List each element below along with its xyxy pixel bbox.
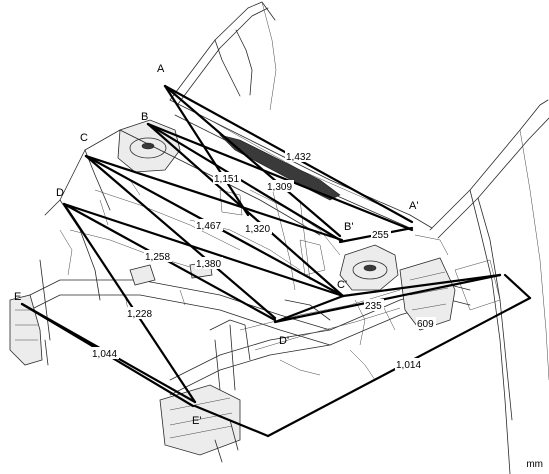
dim-line-1228 xyxy=(62,202,197,404)
dim-label-1151: 1,151 xyxy=(214,174,239,185)
dim-line-1320 xyxy=(146,122,345,298)
point-label-e: E xyxy=(14,291,21,303)
point-label-a: A xyxy=(157,63,165,75)
dim-label-1380: 1,380 xyxy=(196,259,221,270)
dim-line-right-vertical xyxy=(503,273,532,300)
measurement-lines xyxy=(20,84,532,438)
dim-line-a-b2 xyxy=(163,84,342,238)
dim-line-c-b2 xyxy=(84,154,344,242)
dimension-labels: 1,432 1,309 1,151 1,467 1,320 255 1,258 … xyxy=(91,150,436,371)
dim-label-1320: 1,320 xyxy=(245,224,270,235)
dim-label-1044: 1,044 xyxy=(92,349,117,360)
dim-line-a-c2 xyxy=(163,84,250,217)
dim-label-255: 255 xyxy=(372,230,389,241)
dim-line-e2-right xyxy=(193,404,270,438)
dim-line-235 xyxy=(273,294,345,324)
dim-label-609: 609 xyxy=(417,319,434,330)
point-label-d: D xyxy=(56,187,64,199)
dim-line-1309 xyxy=(146,122,414,232)
dim-label-1228: 1,228 xyxy=(127,309,152,320)
point-labels: A A' B B' C C' D D' E E' xyxy=(14,63,418,427)
dim-label-1432: 1,432 xyxy=(286,152,311,163)
dim-label-1258: 1,258 xyxy=(145,252,170,263)
point-label-e-prime: E' xyxy=(192,415,201,427)
dim-label-1467: 1,467 xyxy=(196,221,221,232)
point-label-c-prime: C' xyxy=(337,279,347,291)
dim-line-c-d2 xyxy=(84,154,277,320)
dim-line-1151 xyxy=(146,122,342,242)
dim-line-d2-right xyxy=(273,273,502,324)
point-label-a-prime: A' xyxy=(409,200,418,212)
point-label-c: C xyxy=(80,132,88,144)
point-label-b: B xyxy=(141,111,148,123)
dim-label-1014: 1,014 xyxy=(396,360,421,371)
dim-line-609 xyxy=(341,273,502,298)
dim-line-1258 xyxy=(62,202,345,298)
vehicle-body-structure xyxy=(9,1,549,474)
point-label-b-prime: B' xyxy=(344,221,353,233)
unit-label: mm xyxy=(526,459,543,470)
dim-label-1309: 1,309 xyxy=(267,182,292,193)
point-label-d-prime: D' xyxy=(279,335,289,347)
dim-label-235: 235 xyxy=(365,301,382,312)
